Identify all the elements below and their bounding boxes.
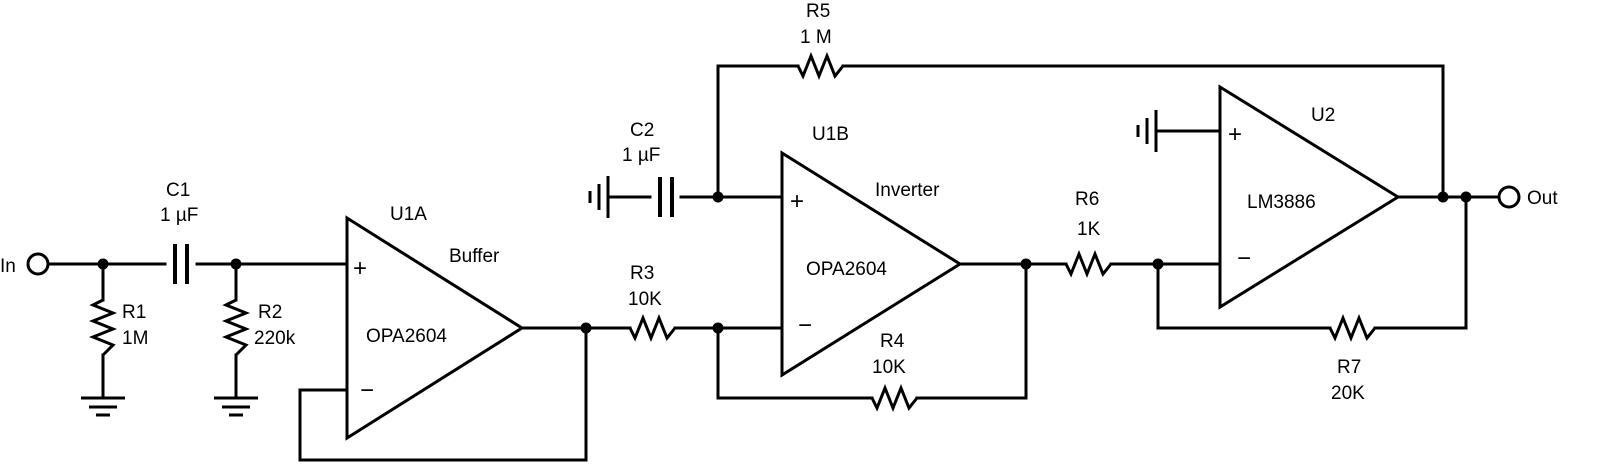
wire-r7-loop xyxy=(1156,195,1468,330)
r2-ref: R2 xyxy=(258,302,282,323)
r4-ref: R4 xyxy=(880,331,905,352)
input-terminal: In xyxy=(0,252,50,277)
r3-value: 10K xyxy=(628,289,662,310)
pin-plus: + xyxy=(1228,121,1242,148)
junction-dots xyxy=(97,191,1472,334)
wire-r4-loop xyxy=(716,262,1028,400)
c1-ref: C1 xyxy=(166,180,190,201)
pin-minus: − xyxy=(1237,245,1251,272)
r2-value: 220k xyxy=(254,328,296,349)
r6-value: 1K xyxy=(1077,219,1101,240)
opamp-u1a: + − OPA2604 U1A Buffer xyxy=(345,204,525,441)
junction-dot xyxy=(712,191,724,203)
resistor-r3: R3 10K xyxy=(628,263,677,343)
input-label: In xyxy=(0,256,16,277)
r6-ref: R6 xyxy=(1075,189,1099,210)
u1b-part: OPA2604 xyxy=(806,259,887,280)
ground-c2 xyxy=(588,176,610,218)
junction-dot xyxy=(1020,258,1032,270)
u2-part: LM3886 xyxy=(1247,192,1316,213)
junction-dot xyxy=(230,258,242,270)
junction-dot xyxy=(580,322,592,334)
r7-ref: R7 xyxy=(1337,357,1361,378)
output-terminal: Out xyxy=(1497,185,1558,209)
ground-u2 xyxy=(1136,110,1158,152)
resistor-r5: R5 1 M xyxy=(796,1,845,81)
capacitor-c2: C2 1 µF xyxy=(622,120,674,217)
u1a-role: Buffer xyxy=(449,246,500,267)
pin-plus: + xyxy=(790,188,804,215)
ground-r1 xyxy=(81,396,125,417)
capacitor-c1: C1 1 µF xyxy=(160,180,198,284)
r1-ref: R1 xyxy=(122,302,146,323)
resistor-r1: R1 1M xyxy=(88,298,148,357)
resistor-r7: R7 20K xyxy=(1328,313,1377,404)
r5-ref: R5 xyxy=(806,1,830,22)
u1b-role: Inverter xyxy=(875,180,940,201)
u2-ref: U2 xyxy=(1311,105,1335,126)
r7-value: 20K xyxy=(1331,383,1365,404)
u1a-ref: U1A xyxy=(390,204,427,225)
wire-r5 xyxy=(716,64,1445,199)
pin-minus: − xyxy=(798,312,812,339)
junction-dot xyxy=(1152,258,1164,270)
c2-value: 1 µF xyxy=(622,145,660,166)
r3-ref: R3 xyxy=(630,263,654,284)
r1-value: 1M xyxy=(122,328,148,349)
output-label: Out xyxy=(1527,188,1558,209)
r4-value: 10K xyxy=(872,357,906,378)
junction-dot xyxy=(97,258,109,270)
u1b-ref: U1B xyxy=(812,124,849,145)
resistor-r4: R4 10K xyxy=(870,331,919,413)
c2-ref: C2 xyxy=(630,120,654,141)
junction-dot xyxy=(1460,191,1472,203)
resistor-r6: R6 1K xyxy=(1064,189,1113,279)
junction-dot xyxy=(1437,191,1449,203)
r5-value: 1 M xyxy=(800,27,832,48)
resistor-r2: R2 220k xyxy=(221,298,296,357)
opamp-u1b: + − OPA2604 U1B Inverter xyxy=(780,124,963,378)
wire-u1a-feedback xyxy=(298,326,588,462)
junction-dot xyxy=(712,322,724,334)
pin-minus: − xyxy=(360,377,374,404)
c1-value: 1 µF xyxy=(160,205,198,226)
wires xyxy=(46,64,1501,462)
pin-plus: + xyxy=(353,255,367,282)
u1a-part: OPA2604 xyxy=(366,326,447,347)
ground-r2 xyxy=(214,396,258,417)
opamp-u2: + − LM3886 U2 xyxy=(1218,84,1401,310)
